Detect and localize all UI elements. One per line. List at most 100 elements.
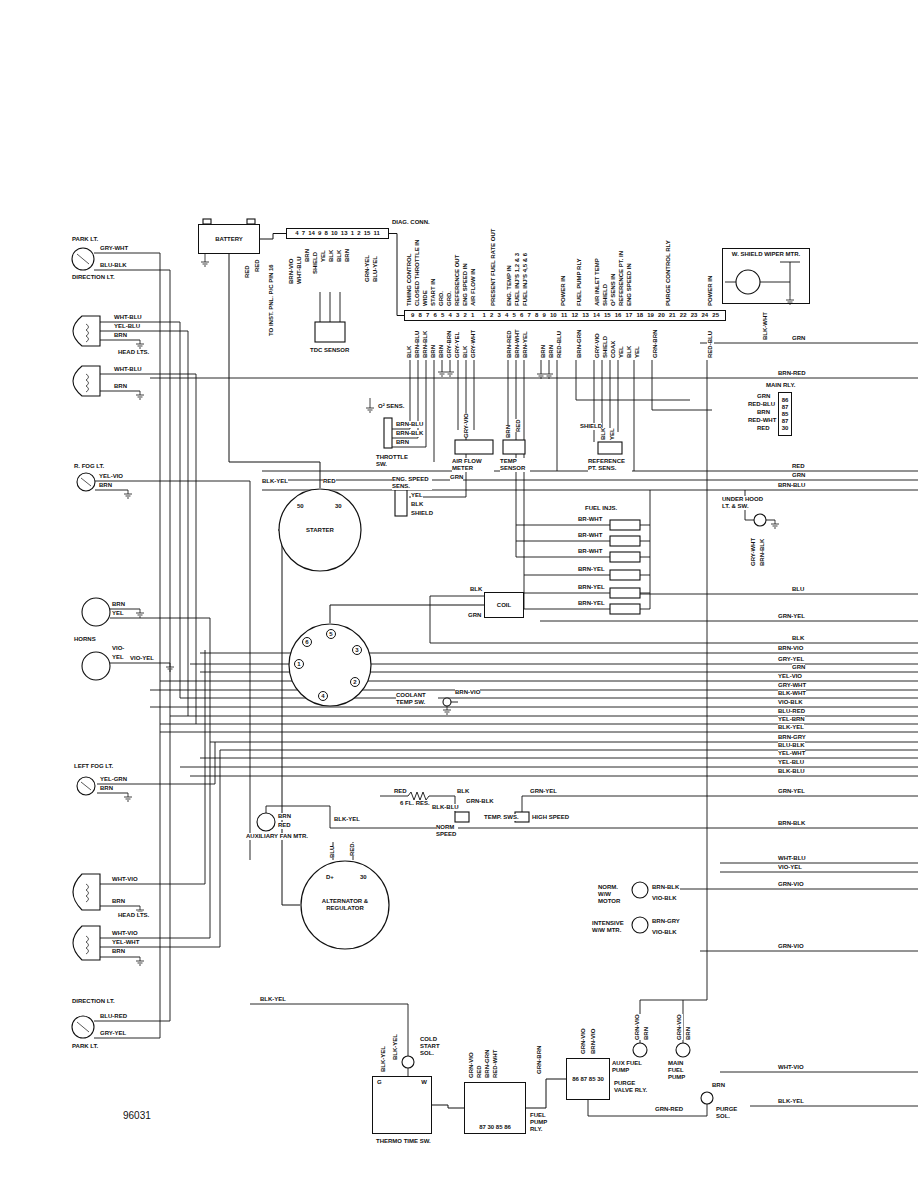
wire-connector: [389, 234, 404, 316]
battery-box: BATTERY: [198, 224, 260, 254]
wire-label: BLK-YEL: [778, 1098, 804, 1105]
wire-label: WHT-BLU: [778, 855, 806, 862]
component-outline: [610, 588, 640, 598]
wire-label: VIO-BLK: [652, 929, 677, 936]
wire-label: RED: [278, 822, 291, 829]
wire-label: GRD.: [446, 291, 453, 306]
wire-label: BLK-YEL: [778, 724, 804, 731]
wire-label: YEL-BLU: [114, 323, 140, 330]
wire-label: BRN: [278, 813, 291, 820]
wire-label: BRN-BLK: [422, 331, 429, 358]
component-outline: [610, 570, 640, 580]
wire-path: [392, 360, 712, 1000]
wire-label: BRN-WHT: [514, 329, 521, 358]
wire-label: BRN: [548, 345, 555, 358]
component-outline: [598, 442, 622, 454]
wire-label: MAIN FUEL PUMP: [668, 1060, 698, 1081]
wire-label: AIR INLET TEMP: [594, 258, 601, 306]
node-text: 1: [294, 659, 304, 669]
wire-label: BRN-VIO: [778, 645, 803, 652]
wire-label: BLK-WHT: [762, 312, 769, 340]
relay-box: 86 87 85 87 30: [778, 392, 792, 436]
wire-label: THROTTLE SW.: [376, 454, 410, 468]
node-text: 87 30 85 86: [479, 1124, 511, 1131]
wire-label: GRN: [792, 472, 805, 479]
wire-label: BRN-YEL: [522, 331, 529, 358]
wire-label: GRY-YEL: [454, 332, 461, 358]
wire-label: BLU-BLK: [100, 262, 127, 269]
wire-label: YEL-WHT: [112, 939, 139, 946]
wire-label: SHIELD: [602, 336, 609, 358]
wire-label: BLK: [600, 428, 607, 440]
wire-label: FUEL INJ'S 1,2 & 3: [514, 253, 521, 306]
wire-label: GRN-YEL: [530, 788, 557, 795]
wire-label: SHIELD: [602, 284, 609, 306]
wire-label: BLU-YEL: [372, 256, 379, 282]
wire-label: FUEL INJS.: [585, 505, 617, 512]
wire-label: BLU-RED: [100, 1013, 127, 1020]
wire-label: YEL-VIO: [99, 473, 123, 480]
component-outline: [632, 917, 648, 933]
wiper-motor-box: W. SHIELD WIPER MTR.: [722, 248, 810, 304]
wire-label: WHT-VIO: [112, 930, 138, 937]
wire-label: R. FOG LT.: [74, 463, 104, 470]
wire-label: GRN-VIO: [778, 943, 804, 950]
wire-label: RED-WHT: [492, 1050, 499, 1078]
wire-connector: [330, 605, 484, 623]
wire-label: REFERENCE PT. IN: [618, 251, 625, 306]
alternator-circle: ALTERNATOR & REGULATOR: [300, 860, 390, 950]
wire-label: BRN: [304, 249, 311, 262]
wire-connector: [278, 530, 300, 905]
wire-label: BLU-RED: [778, 708, 805, 715]
wire-label: RED-BLU: [556, 331, 563, 358]
wire-label: BR-WHT: [578, 516, 602, 523]
wire-label: AUX FUEL PUMP: [612, 1060, 642, 1074]
wire-label: BRN-RED: [778, 370, 806, 377]
wire-label: D+: [326, 874, 334, 881]
wire-label: 50: [297, 503, 304, 510]
wire-label: GRY-WHT: [470, 330, 477, 358]
wire-label: RED: [394, 788, 407, 795]
wire-label: TEMP. SWS.: [484, 814, 519, 821]
wire-label: YEL: [112, 654, 124, 661]
wire-connector: [229, 254, 320, 488]
component-outline: [402, 1056, 414, 1068]
wire-label: BLK: [626, 346, 633, 358]
coil-box: COIL: [484, 592, 524, 618]
wire-label: BRN: [540, 345, 547, 358]
node-text: 3: [352, 645, 362, 655]
wire-label: BRN-GRY: [778, 734, 806, 741]
wire-label: RED: [349, 843, 356, 856]
wire-label: GRN-RED: [655, 1106, 683, 1113]
component-outline: [676, 1043, 690, 1057]
wire-label: BRN: [112, 948, 125, 955]
component-outline: [315, 322, 345, 342]
wire-label: BLK-YEL: [334, 816, 360, 823]
wire-label: BRN-BLK: [396, 430, 423, 437]
wire-label: GRY-VIO: [463, 413, 470, 438]
wire-label: NORM SPEED: [436, 824, 458, 838]
wire-label: YEL-BLU: [778, 759, 804, 766]
node-text: COIL: [497, 602, 511, 609]
circle-shape: [301, 861, 389, 949]
node-text: 9 8 7 6 5 4 3 2 1: [411, 312, 474, 319]
diag-connector: 4 7 14 9 8 10 13 1 2 15 11: [286, 228, 389, 239]
wire-label: BRN-YEL: [578, 566, 605, 573]
wire-label: YEL: [618, 346, 625, 358]
wire-label: ENG SPEED IN: [462, 263, 469, 306]
wire-label: BLK: [462, 346, 469, 358]
wire-label: BRN-BLK: [759, 539, 766, 566]
wire-label: FUEL PUMP RLY: [576, 258, 583, 306]
wire-path: [124, 254, 794, 965]
wire-label: 30: [335, 503, 342, 510]
wire-label: RED: [323, 478, 336, 485]
wire-label: GRN: [792, 335, 805, 342]
wire-label: BLK: [336, 250, 343, 262]
wire-label: BRN: [114, 383, 127, 390]
wire-label: BLK: [470, 586, 482, 593]
component-outline: [610, 520, 640, 530]
wire-label: YEL-GRN: [100, 776, 127, 783]
wire-label: REFERENCE PT. SENS.: [588, 458, 632, 472]
